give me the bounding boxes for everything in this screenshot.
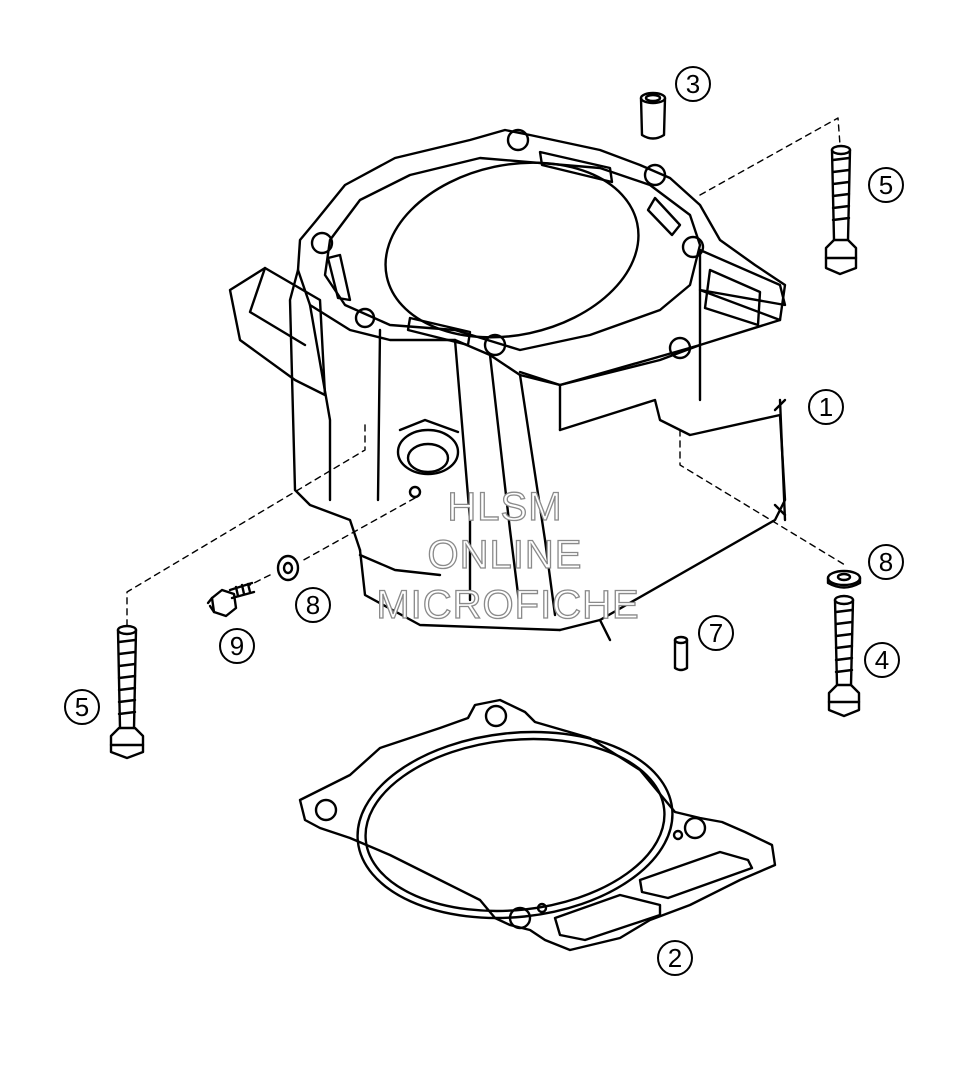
stud-bolt-right [827, 594, 861, 718]
callout-9-label: 9 [230, 631, 244, 661]
assembly-leader-lines [126, 117, 846, 626]
callout-5-upper: 5 [868, 167, 904, 203]
watermark-line3: MICROFICHE [376, 583, 639, 627]
callout-9: 9 [219, 628, 255, 664]
dowel-pin-part [673, 635, 689, 672]
watermark-line1: HLSM [447, 485, 562, 529]
callout-4-label: 4 [875, 645, 889, 675]
stud-bolt-upper-right [824, 144, 858, 276]
callout-7: 7 [698, 615, 734, 651]
callout-3-label: 3 [686, 69, 700, 99]
callout-7-label: 7 [709, 618, 723, 648]
callout-5-upper-label: 5 [879, 170, 893, 200]
small-bolt-part [206, 581, 256, 618]
callout-8-left-label: 8 [306, 590, 320, 620]
callout-8-right-label: 8 [879, 547, 893, 577]
watermark: HLSM ONLINE MICROFICHE [376, 484, 640, 627]
callouts: 1 2 3 4 5 5 7 8 [64, 66, 904, 976]
callout-2: 2 [657, 940, 693, 976]
watermark-line2: ONLINE [428, 533, 583, 577]
washer-right [826, 569, 862, 589]
cylinder-part [228, 128, 787, 642]
callout-8-left: 8 [295, 587, 331, 623]
gasket-part [298, 698, 777, 952]
callout-5-lower: 5 [64, 689, 100, 725]
callout-2-label: 2 [668, 943, 682, 973]
callout-5-lower-label: 5 [75, 692, 89, 722]
callout-3: 3 [675, 66, 711, 102]
dowel-sleeve-part [639, 91, 667, 140]
callout-1: 1 [808, 389, 844, 425]
washer-left [276, 554, 300, 582]
callout-8-right: 8 [868, 544, 904, 580]
stud-bolt-lower-left [109, 624, 145, 760]
callout-4: 4 [864, 642, 900, 678]
callout-1-label: 1 [819, 392, 833, 422]
